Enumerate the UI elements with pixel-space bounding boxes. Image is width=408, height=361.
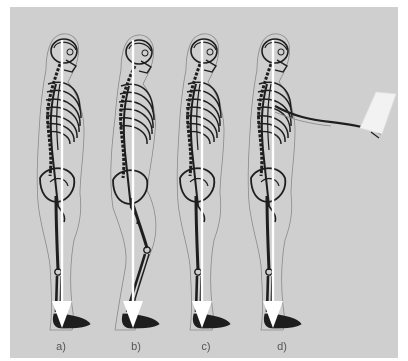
figure-b-skeleton [111, 35, 159, 330]
figure-d-label: d) [277, 341, 287, 353]
figure-a-label: a) [56, 341, 66, 353]
figure-b-label: b) [131, 341, 141, 353]
figure-a-skeleton [37, 34, 90, 330]
figure-d-skeleton [248, 34, 383, 330]
tablet-device [360, 92, 396, 134]
figure-c-skeleton [177, 34, 230, 330]
figure-c-label: c) [201, 341, 210, 353]
